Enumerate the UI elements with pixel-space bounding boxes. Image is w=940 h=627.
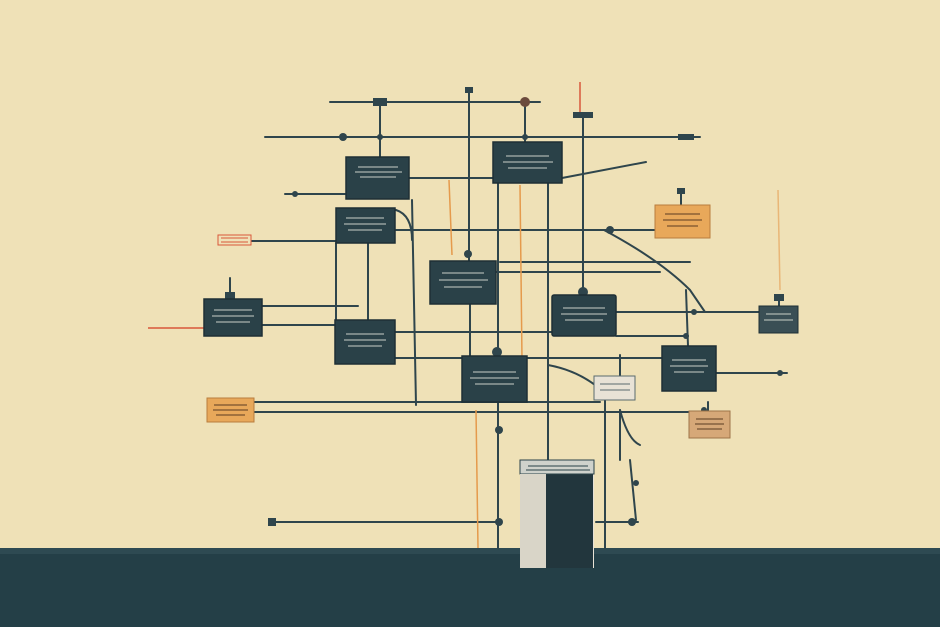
device-box: [335, 207, 396, 244]
connector-node: [464, 250, 472, 258]
connector-node: [495, 426, 503, 434]
wire: [561, 161, 647, 179]
device-box: [492, 141, 563, 184]
door-lintel: [519, 459, 595, 475]
light-panel: [593, 375, 636, 401]
wire: [619, 409, 641, 446]
device-box: [461, 355, 528, 403]
floor-highlight: [0, 548, 940, 554]
connector-node: [628, 518, 636, 526]
connector-node: [606, 226, 614, 234]
device-box: [334, 319, 396, 365]
connector-node: [377, 134, 383, 140]
connector-node: [677, 188, 685, 194]
wire: [603, 229, 706, 313]
door-opening: [546, 474, 593, 568]
device-box: [758, 305, 799, 334]
connector-node: [492, 347, 502, 357]
device-box: [551, 294, 617, 337]
orange-tag: [206, 397, 255, 423]
wire: [629, 459, 637, 521]
doorway: [519, 459, 595, 568]
connector-node: [373, 98, 387, 106]
accent-wire: [448, 179, 453, 256]
connector-node: [683, 333, 689, 339]
connector-node: [678, 134, 694, 140]
accent-wires: [148, 82, 781, 549]
red-marker-tag: [217, 234, 252, 246]
wire: [395, 209, 413, 241]
connector-node: [573, 112, 593, 118]
connector-node: [495, 518, 503, 526]
accent-wire: [777, 189, 781, 291]
floor: [0, 548, 940, 627]
connector-node: [225, 292, 235, 299]
connector-node: [777, 370, 783, 376]
connector-node: [292, 191, 298, 197]
connector-node: [520, 97, 530, 107]
connector-node: [633, 480, 639, 486]
connector-node: [774, 294, 784, 301]
device-box: [345, 156, 410, 200]
device-box: [429, 260, 497, 305]
dark-boxes: [203, 141, 799, 403]
connector-node: [465, 87, 473, 93]
door-shadow: [520, 474, 546, 568]
wire: [547, 364, 596, 386]
tan-tag: [688, 410, 731, 439]
accent-wire: [519, 184, 523, 361]
connector-node: [691, 309, 697, 315]
connector-node: [268, 518, 276, 526]
accent-wire: [475, 409, 479, 549]
device-box: [203, 298, 263, 337]
orange-tag: [654, 204, 711, 239]
connector-node: [339, 133, 347, 141]
connector-node: [522, 134, 528, 140]
label-tags: [206, 204, 731, 439]
device-box: [661, 345, 717, 392]
